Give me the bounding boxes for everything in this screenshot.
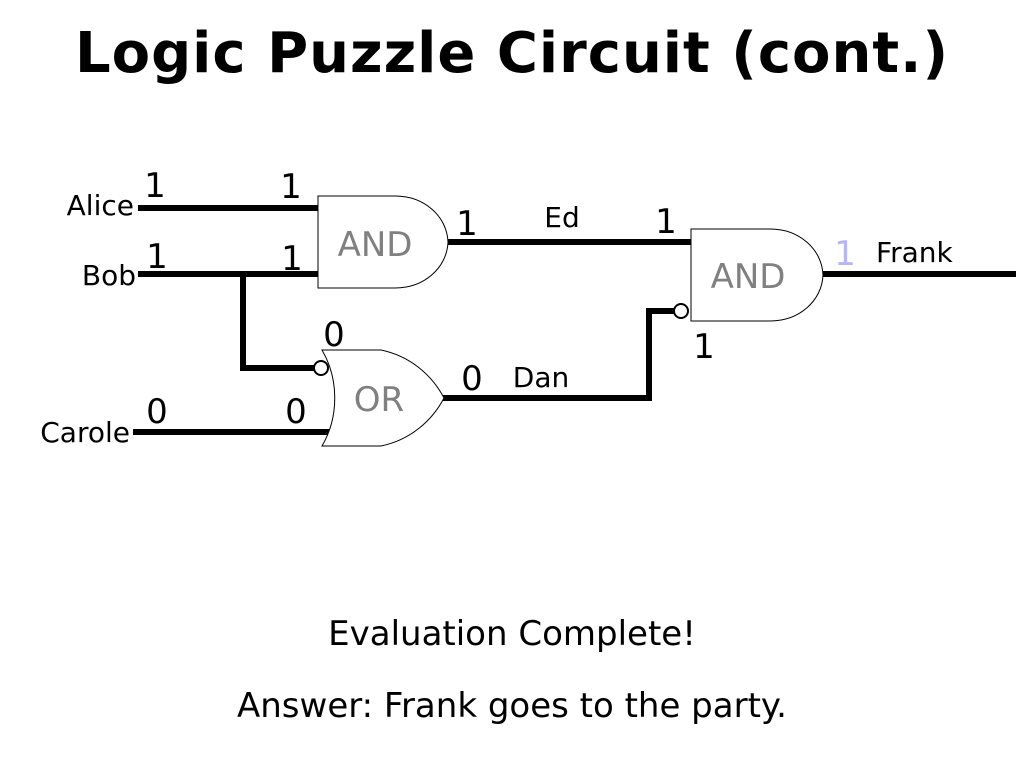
frank-label: Frank <box>876 236 953 269</box>
bob-label: Bob <box>82 259 136 292</box>
alice-label: Alice <box>67 189 134 222</box>
frank-value: 1 <box>834 234 856 274</box>
ed-value-out: 1 <box>456 204 478 244</box>
bob-value-in: 1 <box>146 237 168 277</box>
alice-value-gate: 1 <box>280 167 302 207</box>
ed-value-in: 1 <box>655 202 677 242</box>
dan-value-in: 1 <box>693 327 715 367</box>
alice-value-in: 1 <box>144 166 166 206</box>
and-gate-1 <box>317 195 449 289</box>
or-inverter-bubble <box>313 360 329 376</box>
carole-value-gate: 0 <box>285 392 307 432</box>
carole-label: Carole <box>40 416 130 449</box>
dan-wire <box>441 308 675 401</box>
dan-value-out: 0 <box>461 359 483 399</box>
ed-label: Ed <box>544 201 579 234</box>
and-gate-2-label: AND <box>711 257 786 297</box>
dan-label: Dan <box>513 361 569 394</box>
and-gate-1-label: AND <box>338 225 413 265</box>
answer-text: Answer: Frank goes to the party. <box>236 686 787 726</box>
page-title: Logic Puzzle Circuit (cont.) <box>74 21 950 86</box>
bob-value-gate: 1 <box>281 239 303 279</box>
and2-inverter-bubble <box>673 303 689 319</box>
carole-value-in: 0 <box>146 392 168 432</box>
bob-or-value: 0 <box>323 315 345 355</box>
status-text: Evaluation Complete! <box>328 614 696 654</box>
or-gate <box>321 349 445 447</box>
bob-branch-wire <box>240 274 316 371</box>
and-gate-2 <box>690 228 824 322</box>
or-gate-label: OR <box>354 380 404 420</box>
